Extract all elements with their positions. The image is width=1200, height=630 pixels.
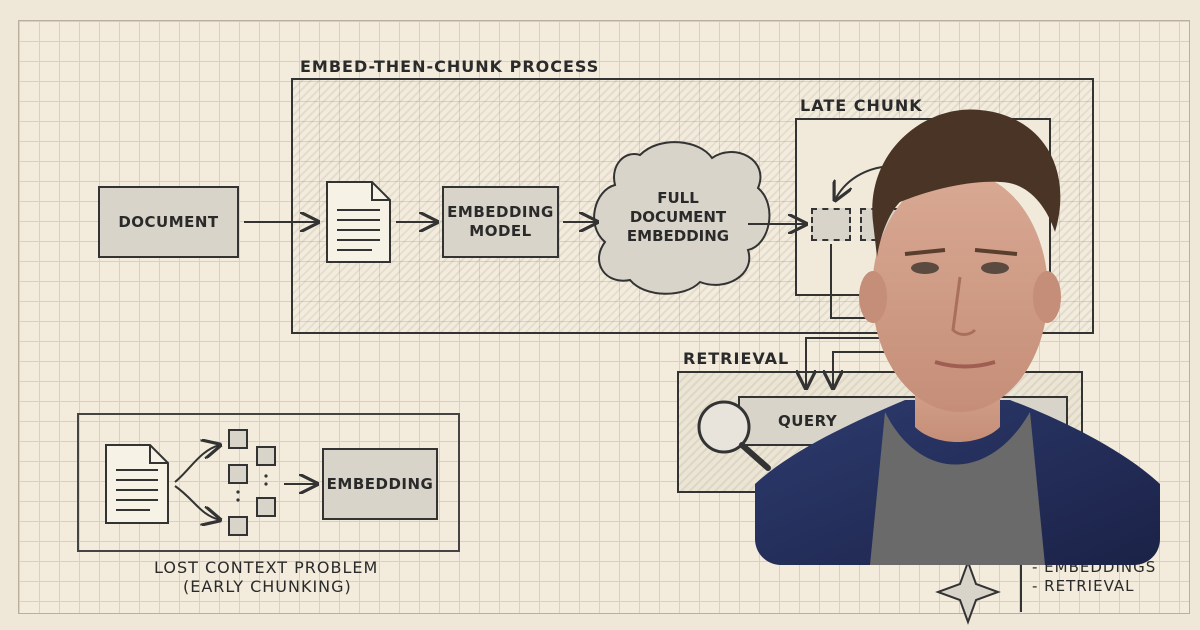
embedding-model-label-line2: MODEL — [469, 222, 532, 240]
full-document-embedding-cloud: FULL DOCUMENT EMBEDDING — [593, 141, 771, 295]
presenter-photo — [755, 82, 1160, 565]
right-ear — [1033, 271, 1061, 323]
early-embedding-label: EMBEDDING — [326, 474, 434, 493]
lost-context-caption-line1: LOST CONTEXT PROBLEM — [154, 558, 379, 577]
right-eye — [981, 262, 1009, 274]
compass-rose-icon — [935, 559, 1001, 625]
left-ear — [859, 271, 887, 323]
left-eye — [911, 262, 939, 274]
presenter-photo-drawing — [755, 109, 1160, 565]
cloud-label-line1: FULL — [657, 189, 699, 207]
chunk-square-4 — [256, 497, 276, 517]
early-document-icon — [105, 444, 169, 524]
embedding-model-box: EMBEDDING MODEL — [442, 186, 559, 258]
document-icon — [326, 181, 391, 263]
embed-then-chunk-title: EMBED-THEN-CHUNK PROCESS — [300, 57, 600, 76]
fanout-arrow-top — [174, 445, 220, 483]
nose-shape — [951, 276, 977, 336]
hair-shape — [872, 109, 1061, 257]
cloud-label-line2: DOCUMENT — [630, 208, 727, 226]
cloud-label-line3: EMBEDDING — [627, 227, 729, 245]
chunk-square-5 — [228, 516, 248, 536]
chunk-square-3 — [256, 446, 276, 466]
chunk-square-2 — [228, 464, 248, 484]
document-label: DOCUMENT — [118, 212, 219, 231]
mouth-shape — [934, 360, 996, 369]
chunk-square-1 — [228, 429, 248, 449]
chunk-embedding-box-1 — [811, 208, 851, 241]
lost-context-caption-line2: (EARLY CHUNKING) — [183, 577, 352, 596]
note-item-retrieval: - RETRIEVAL — [1032, 577, 1135, 595]
chunk-ellipsis — [236, 474, 268, 502]
fanout-arrow-bottom — [174, 485, 220, 520]
query-label: QUERY — [778, 411, 838, 430]
shirt-shape — [870, 412, 1045, 565]
magnifier-icon — [697, 400, 771, 471]
lost-context-frame — [77, 413, 460, 552]
right-eyebrow — [974, 248, 1018, 256]
left-eyebrow — [904, 248, 946, 256]
document-box: DOCUMENT — [98, 186, 239, 258]
early-chunks — [228, 429, 276, 536]
retrieval-title: RETRIEVAL — [683, 349, 790, 368]
early-embedding-box: EMBEDDING — [322, 448, 438, 520]
late-chunking-title: LATE CHUNK — [800, 96, 923, 115]
embedding-model-label-line1: EMBEDDING — [447, 203, 554, 222]
face-shape — [872, 172, 1048, 412]
